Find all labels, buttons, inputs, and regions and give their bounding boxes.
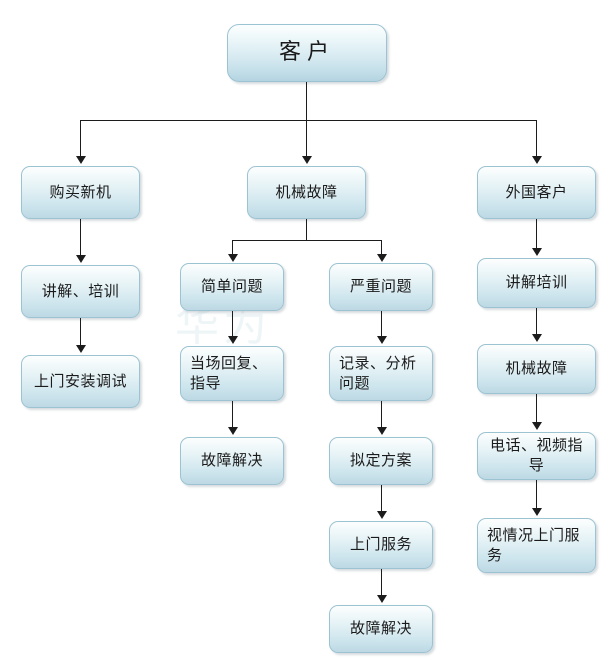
node-label: 讲解培训	[505, 273, 568, 292]
node-label: 购买新机	[49, 182, 112, 201]
node-label: 外国客户	[505, 182, 568, 201]
connector-mech-bus	[232, 240, 381, 241]
node-mid-fault-resolved-simple[interactable]: 故障解决	[180, 437, 284, 485]
arrowhead-root-to-mid	[302, 156, 312, 164]
arrowhead-root-to-left	[76, 156, 86, 164]
arrowhead-severe-to-record	[377, 336, 387, 344]
node-branch-mechanical-fault[interactable]: 机械故障	[247, 166, 366, 219]
connector-root-to-left	[80, 120, 81, 158]
arrowhead-reply-to-resolved	[228, 427, 238, 435]
connector-purchase-to-training	[80, 219, 81, 257]
node-mid-simple-problem[interactable]: 简单问题	[180, 263, 284, 311]
node-label: 拟定方案	[349, 451, 412, 470]
node-label: 故障解决	[349, 619, 412, 638]
node-label: 上门安装调试	[33, 371, 127, 390]
node-label: 上门服务	[349, 535, 412, 554]
connector-right-fault-to-remote	[536, 394, 537, 424]
arrowhead-right-remote-to-onsite	[532, 508, 542, 516]
node-label: 简单问题	[200, 277, 263, 296]
node-mid-severe-problem[interactable]: 严重问题	[329, 263, 433, 311]
connector-onsite-to-resolved	[381, 569, 382, 597]
arrowhead-purchase-to-training	[76, 255, 86, 263]
arrowhead-plan-to-onsite	[377, 511, 387, 519]
node-mid-record-analyze[interactable]: 记录、分析问题	[329, 346, 433, 401]
node-mid-onsite-reply[interactable]: 当场回复、指导	[180, 346, 284, 401]
arrowhead-mech-to-severe	[377, 254, 387, 262]
arrowhead-root-to-right	[532, 156, 542, 164]
connector-simple-to-reply	[232, 311, 233, 339]
arrowhead-foreign-to-training	[532, 248, 542, 256]
connector-severe-to-record	[381, 311, 382, 339]
node-label: 电话、视频指导	[489, 436, 583, 474]
connector-training-to-install	[80, 318, 81, 348]
node-mid-fault-resolved-severe[interactable]: 故障解决	[329, 605, 433, 653]
connector-reply-to-resolved	[232, 401, 233, 429]
node-left-onsite-install[interactable]: 上门安装调试	[21, 355, 140, 408]
connector-mech-stem	[306, 219, 307, 241]
node-right-phone-video-guidance[interactable]: 电话、视频指导	[477, 432, 596, 480]
connector-root-bus	[80, 120, 537, 121]
node-label: 机械故障	[505, 359, 568, 378]
connector-root-to-mid	[306, 120, 307, 158]
node-left-explain-training[interactable]: 讲解、培训	[21, 265, 140, 318]
node-label: 讲解、培训	[41, 281, 120, 300]
node-right-mechanical-fault[interactable]: 机械故障	[477, 344, 596, 394]
connector-root-to-right	[536, 120, 537, 158]
connector-mech-to-simple	[232, 240, 233, 256]
connector-root-stem	[306, 82, 307, 121]
node-label: 严重问题	[349, 277, 412, 296]
connector-right-remote-to-onsite	[536, 480, 537, 510]
connector-foreign-to-training	[536, 219, 537, 251]
arrowhead-onsite-to-resolved	[377, 595, 387, 603]
node-label: 视情况上门服务	[487, 525, 581, 564]
arrowhead-training-to-install	[76, 345, 86, 353]
arrowhead-right-fault-to-remote	[532, 422, 542, 430]
connector-right-training-to-fault	[536, 308, 537, 336]
arrowhead-mech-to-simple	[228, 254, 238, 262]
node-label: 机械故障	[275, 182, 338, 201]
node-mid-draft-plan[interactable]: 拟定方案	[329, 437, 433, 485]
node-mid-onsite-service[interactable]: 上门服务	[329, 521, 433, 569]
arrowhead-record-to-plan	[377, 427, 387, 435]
node-label: 记录、分析问题	[339, 353, 417, 392]
node-label: 当场回复、指导	[190, 353, 268, 392]
arrowhead-right-training-to-fault	[532, 334, 542, 342]
node-branch-purchase[interactable]: 购买新机	[21, 166, 140, 219]
node-right-explain-training[interactable]: 讲解培训	[477, 258, 596, 308]
node-label: 故障解决	[200, 451, 263, 470]
node-right-conditional-onsite[interactable]: 视情况上门服务	[477, 518, 596, 573]
node-branch-foreign-customer[interactable]: 外国客户	[477, 166, 596, 219]
connector-mech-to-severe	[381, 240, 382, 256]
node-label: 客户	[278, 40, 335, 66]
arrowhead-simple-to-reply	[228, 336, 238, 344]
connector-plan-to-onsite	[381, 485, 382, 513]
node-root-customer[interactable]: 客户	[227, 24, 387, 82]
connector-record-to-plan	[381, 401, 382, 429]
